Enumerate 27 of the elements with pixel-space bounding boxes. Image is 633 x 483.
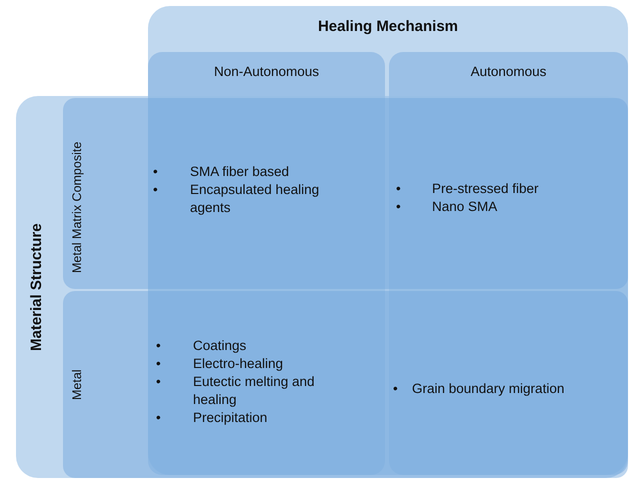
header-label: Material Structure [28,223,45,351]
bullet-mark: • [153,164,158,179]
list-item-text: Electro-healing [193,356,284,371]
header-label: Non-Autonomous [214,64,320,79]
bullet-mark: • [393,381,398,396]
bullet-mark: • [156,410,161,425]
bullet-mark: • [156,338,161,353]
row-header-band [63,98,628,289]
header-label: Healing Mechanism [318,18,458,35]
bullet-mark: • [156,374,161,389]
bullet-mark: • [156,356,161,371]
bullet-mark: • [396,199,401,214]
list-item-text: Coatings [193,338,246,353]
list-item-text: SMA fiber based [190,164,290,179]
list-item-text: Grain boundary migration [412,381,564,396]
row-group-band [16,96,628,478]
bullet-mark: • [396,181,401,196]
header-label: Metal [70,369,84,400]
row-header-band [63,291,628,478]
bullet-mark: • [153,182,158,197]
list-item-text: Nano SMA [432,199,498,214]
list-item-text: Pre-stressed fiber [432,181,539,196]
header-label: Autonomous [470,64,546,79]
list-item-text: Precipitation [193,410,268,425]
list-item-text: Encapsulated healing agents [190,182,320,215]
header-label: Metal Matrix Composite [70,142,84,273]
list-item-text: Eutectic melting and healing [193,374,315,407]
